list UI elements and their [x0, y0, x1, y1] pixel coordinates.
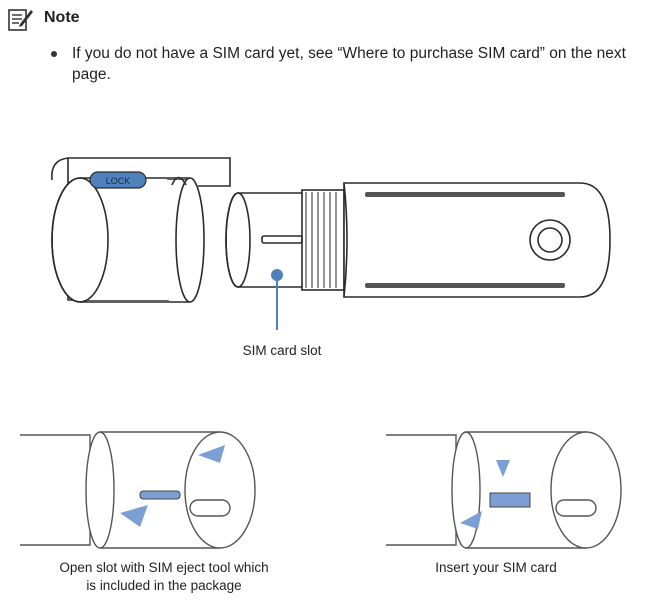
eject-tool-illustration [20, 431, 256, 549]
dashcam-exploded-illustration: LOCK [51, 157, 611, 330]
caption-step-2: Insert your SIM card [435, 560, 557, 575]
note-text: If you do not have a SIM card yet, see “… [72, 45, 626, 83]
insert-sim-illustration [386, 431, 622, 549]
note-icon [8, 9, 33, 31]
callout-sim-slot: SIM card slot [242, 343, 322, 358]
caption-step-1-line1: Open slot with SIM eject tool which [59, 560, 269, 575]
bullet-icon [51, 51, 57, 57]
lock-label: LOCK [106, 176, 131, 186]
caption-step-1-line2: is included in the package [86, 578, 242, 593]
note-title: Note [44, 9, 80, 26]
